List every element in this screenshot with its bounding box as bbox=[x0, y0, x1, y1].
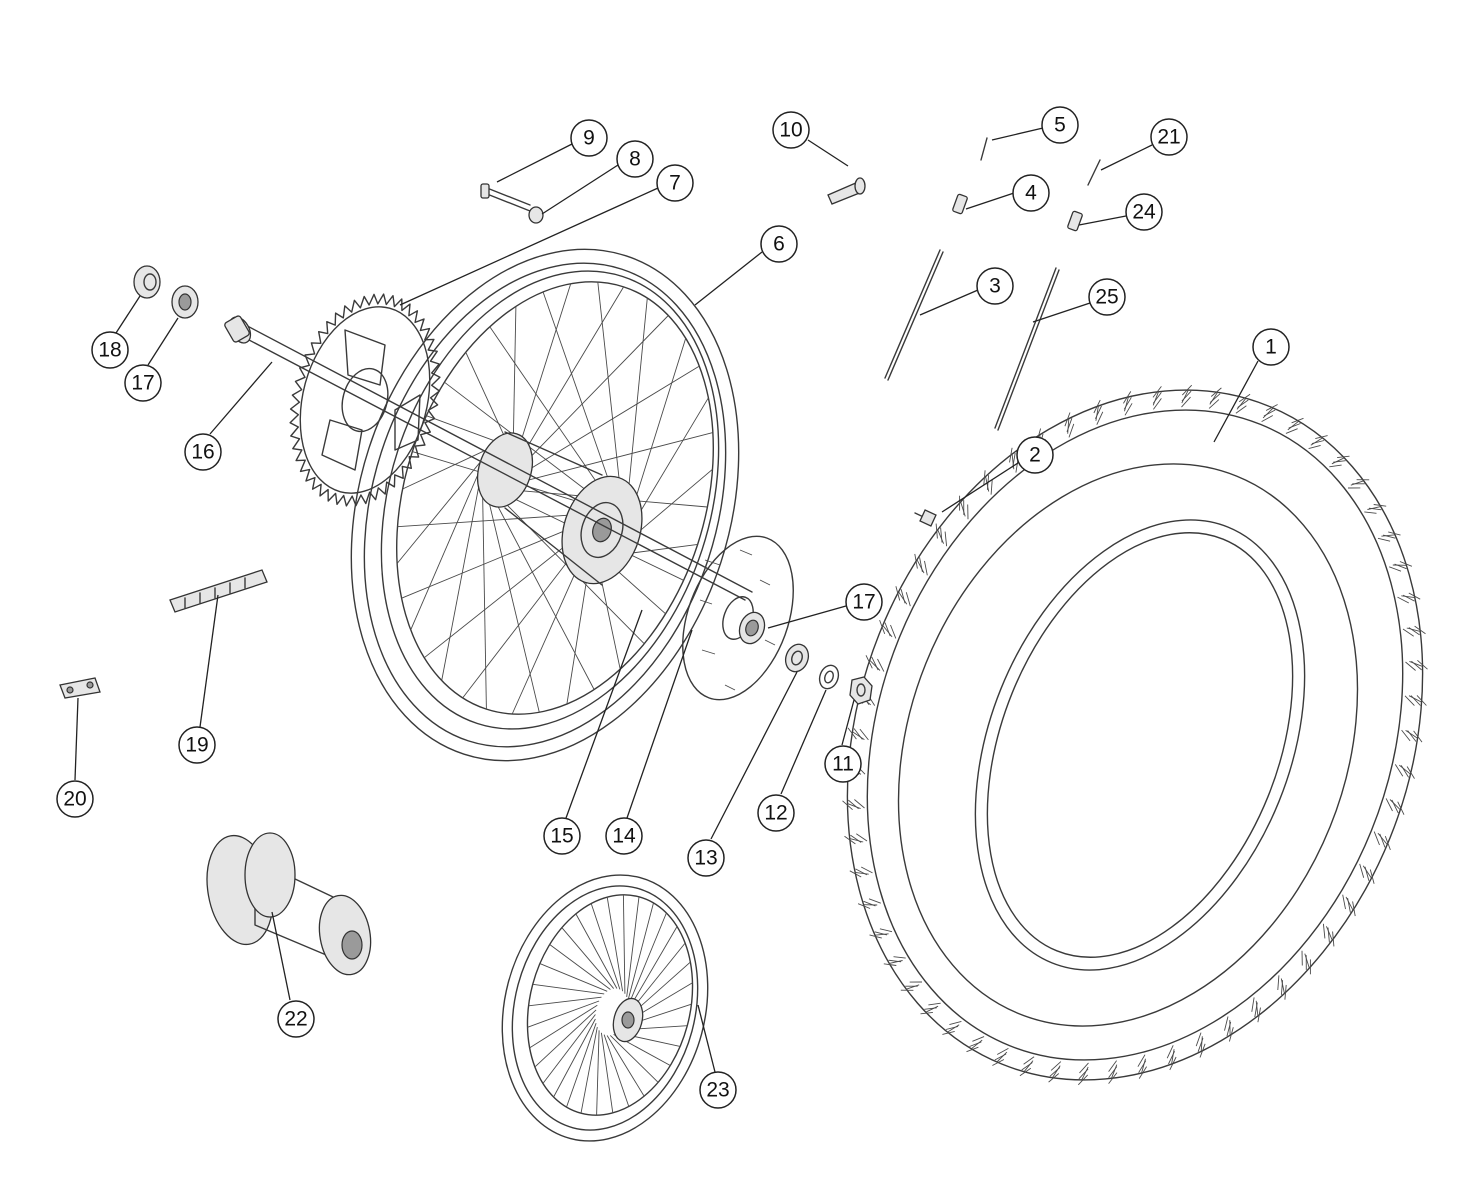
spacer-part bbox=[784, 643, 810, 673]
callout-16: 16 bbox=[184, 433, 222, 471]
callout-9: 9 bbox=[570, 119, 608, 157]
bearing-left-part bbox=[171, 285, 199, 319]
callout-3: 3 bbox=[976, 267, 1014, 305]
svg-text:21: 21 bbox=[1157, 126, 1180, 149]
spoke-part bbox=[884, 249, 944, 381]
svg-text:23: 23 bbox=[706, 1079, 729, 1102]
leader-lines bbox=[74, 127, 1259, 1073]
callout-17-left: 17 bbox=[124, 364, 162, 402]
svg-text:13: 13 bbox=[694, 847, 717, 870]
svg-text:14: 14 bbox=[612, 825, 636, 848]
svg-text:25: 25 bbox=[1095, 286, 1118, 309]
svg-text:20: 20 bbox=[63, 788, 86, 811]
nipple-long-part bbox=[1067, 210, 1083, 232]
svg-text:17: 17 bbox=[131, 372, 154, 395]
callout-11: 11 bbox=[824, 745, 862, 783]
svg-text:1: 1 bbox=[1265, 336, 1277, 359]
callout-4: 4 bbox=[1012, 174, 1050, 212]
valve-part bbox=[827, 177, 866, 205]
pin-long-part bbox=[1087, 159, 1101, 186]
pin-part bbox=[980, 137, 988, 161]
svg-text:10: 10 bbox=[779, 119, 802, 142]
svg-text:6: 6 bbox=[773, 233, 785, 256]
svg-text:11: 11 bbox=[832, 753, 854, 776]
svg-text:24: 24 bbox=[1132, 201, 1156, 224]
nipple-part bbox=[952, 193, 968, 215]
callout-19: 19 bbox=[178, 726, 216, 764]
svg-text:12: 12 bbox=[764, 802, 787, 825]
svg-text:9: 9 bbox=[583, 127, 595, 150]
callout-14: 14 bbox=[605, 817, 643, 855]
svg-text:2: 2 bbox=[1029, 444, 1041, 467]
callout-10: 10 bbox=[772, 111, 810, 149]
callout-6: 6 bbox=[760, 225, 798, 263]
axle-nut-part bbox=[849, 676, 873, 705]
callout-24: 24 bbox=[1125, 193, 1163, 231]
sprocket-nut-part bbox=[528, 206, 544, 224]
callout-23: 23 bbox=[699, 1071, 737, 1109]
chain-part bbox=[169, 569, 268, 613]
svg-text:16: 16 bbox=[191, 441, 214, 464]
wheel-assembly-part bbox=[501, 874, 709, 1142]
svg-text:19: 19 bbox=[185, 734, 208, 757]
sprocket-bolt-part bbox=[480, 183, 531, 212]
callout-22: 22 bbox=[277, 1000, 315, 1038]
callout-20: 20 bbox=[56, 780, 94, 818]
svg-text:17: 17 bbox=[852, 591, 875, 614]
svg-text:18: 18 bbox=[98, 339, 121, 362]
bearing-right-part bbox=[738, 611, 766, 645]
axle-part bbox=[224, 315, 753, 601]
svg-text:7: 7 bbox=[669, 172, 681, 195]
bolt-part bbox=[914, 509, 937, 527]
brake-disc-part bbox=[682, 535, 794, 701]
wheel-rim-part bbox=[350, 248, 740, 762]
svg-text:5: 5 bbox=[1054, 114, 1066, 137]
tire-part bbox=[842, 384, 1428, 1086]
washer-part bbox=[818, 664, 840, 690]
svg-text:8: 8 bbox=[629, 148, 641, 171]
master-link-part bbox=[59, 677, 101, 699]
spoke-long-part bbox=[994, 267, 1060, 431]
svg-text:4: 4 bbox=[1025, 182, 1037, 205]
callout-17-right: 17 bbox=[845, 583, 883, 621]
callout-13: 13 bbox=[687, 839, 725, 877]
svg-text:3: 3 bbox=[989, 275, 1001, 298]
callout-5: 5 bbox=[1041, 106, 1079, 144]
sprocket-part bbox=[289, 293, 441, 507]
callout-8: 8 bbox=[616, 140, 654, 178]
callout-12: 12 bbox=[757, 794, 795, 832]
callout-15: 15 bbox=[543, 817, 581, 855]
left-nut-part bbox=[133, 265, 161, 299]
callout-1: 1 bbox=[1252, 328, 1290, 366]
callout-2: 2 bbox=[1016, 436, 1054, 474]
callout-7: 7 bbox=[656, 164, 694, 202]
svg-text:22: 22 bbox=[284, 1008, 307, 1031]
svg-text:15: 15 bbox=[550, 825, 573, 848]
callout-18: 18 bbox=[91, 331, 129, 369]
hub-assembly-part bbox=[206, 832, 372, 976]
callout-25: 25 bbox=[1088, 278, 1126, 316]
callout-21: 21 bbox=[1150, 118, 1188, 156]
